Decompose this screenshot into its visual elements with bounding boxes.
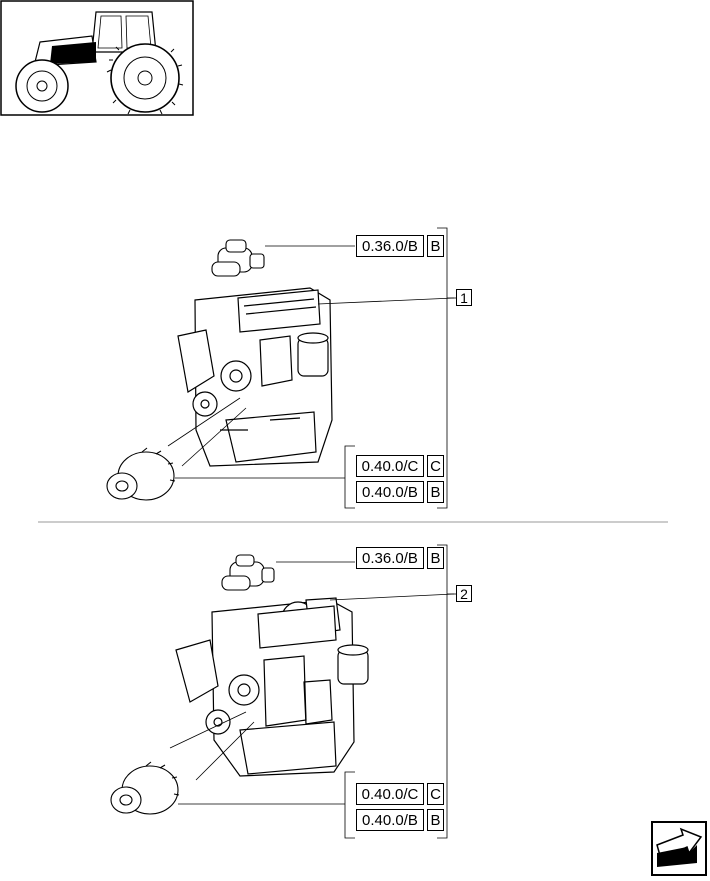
ref-letter-starter-2[interactable]: B (427, 547, 444, 569)
arrow-icon (656, 827, 703, 867)
callout-1: 1 (456, 289, 472, 306)
ref-letter-alternator-1a[interactable]: C (427, 455, 444, 477)
engine-2-drawing (175, 597, 369, 777)
ref-letter-alternator-2a[interactable]: C (427, 783, 444, 805)
alternator-2-drawing (110, 761, 180, 815)
ref-code-starter-2[interactable]: 0.36.0/B (356, 547, 424, 569)
ref-letter-starter-1[interactable]: B (427, 235, 444, 257)
starter-motor-2-drawing (221, 554, 275, 591)
engine-1-drawing (177, 287, 333, 467)
leader-lines-2 (169, 544, 456, 839)
next-page-button[interactable] (651, 821, 707, 876)
ref-letter-alternator-2b[interactable]: B (427, 809, 444, 831)
tractor-icon (0, 0, 194, 116)
ref-code-starter-1[interactable]: 0.36.0/B (356, 235, 424, 257)
ref-letter-alternator-1b[interactable]: B (427, 481, 444, 503)
starter-motor-1-drawing (211, 239, 265, 277)
callout-2: 2 (456, 585, 472, 602)
ref-code-alternator-1b[interactable]: 0.40.0/B (356, 481, 424, 503)
ref-code-alternator-1a[interactable]: 0.40.0/C (356, 455, 424, 477)
alternator-1-drawing (106, 447, 176, 501)
leader-lines-1 (167, 227, 456, 509)
ref-code-alternator-2b[interactable]: 0.40.0/B (356, 809, 424, 831)
ref-code-alternator-2a[interactable]: 0.40.0/C (356, 783, 424, 805)
